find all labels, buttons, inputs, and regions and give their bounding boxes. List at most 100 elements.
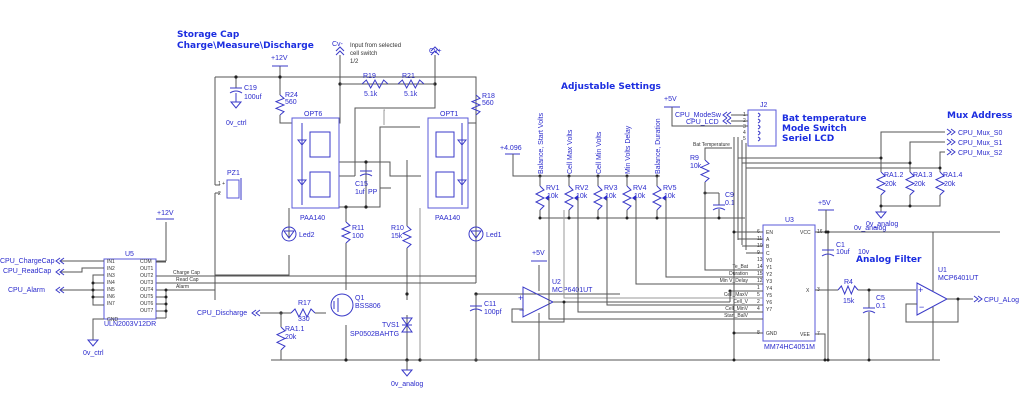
j2-pin-contact: [757, 124, 761, 130]
wiper-arrow: [662, 195, 666, 201]
port-cv-minus[interactable]: Cv-: [332, 41, 345, 56]
svg-text:1uf: 1uf: [355, 189, 365, 196]
mux-net-min_v_delay: [635, 210, 763, 285]
port-cpu-alarm[interactable]: CPU_Alarm: [8, 286, 65, 294]
svg-text:U5: U5: [125, 251, 134, 258]
heading-adjustable-settings: Adjustable Settings: [561, 82, 661, 92]
u5-pin-label: IN5: [107, 287, 115, 293]
optocoupler-opt1: OPT1 PAA140: [427, 111, 469, 222]
u5-pin-label: OUT1: [140, 266, 154, 272]
junction: [625, 216, 629, 220]
net-label-cell_maxv: Cell_MaxV: [724, 292, 749, 298]
j2-pin-contact: [757, 112, 761, 118]
port-cv-plus[interactable]: Cv+: [429, 46, 442, 56]
port-cpu-mux-s1[interactable]: CPU_Mux_S1: [946, 138, 1002, 147]
r21-value: 5.1k: [404, 91, 418, 98]
port-cpu-alog[interactable]: CPU_ALog: [973, 295, 1019, 304]
svg-text:PAA140: PAA140: [300, 215, 325, 222]
port-cpu-readcap[interactable]: CPU_ReadCap: [3, 268, 65, 276]
j2-pin-contact: [757, 130, 761, 136]
rv4-label: Min Volts Delay: [625, 125, 632, 174]
rail-5v-j2: +5V: [664, 96, 677, 103]
svg-text:−: −: [919, 302, 924, 312]
u5-pin-label: OUT5: [140, 294, 154, 300]
mux-net-cell_v: [606, 210, 763, 306]
led-led1: Led1: [468, 226, 502, 242]
svg-text:J2: J2: [760, 102, 768, 109]
net-label-min_v_delay: Min V_Delay: [720, 278, 749, 284]
net-label-alarm: Alarm: [176, 284, 189, 290]
note-input-3: 1/2: [350, 59, 359, 65]
u3-pin-number: 13: [757, 257, 763, 263]
net-label-duration: Duration: [729, 271, 748, 277]
rv3-value: 10k: [605, 193, 617, 200]
capacitor-c11: C11 100pf: [469, 294, 502, 360]
u5-pin-label: IN1: [107, 259, 115, 265]
r9-c9: Bat Temperature R9 10k C9 0.1: [690, 142, 735, 270]
port-cpu-chargecap[interactable]: CPU_ChargeCap: [0, 257, 65, 265]
mux-address: 0v_analog RA1.2 20k RA1.3 20k RA1.4 20k: [733, 131, 963, 270]
r17-value: 330: [298, 316, 310, 323]
r10-ref: R10: [391, 225, 404, 232]
svg-text:100pf: 100pf: [484, 309, 502, 316]
optocoupler-opt6: OPT6 PAA140: [291, 111, 340, 222]
junction: [655, 216, 659, 220]
u3-pin-number: 4: [757, 306, 760, 312]
rv2-ref: RV2: [575, 185, 589, 192]
gnd-analog-label-1: 0v_analog: [391, 381, 423, 388]
port-cpu-modesw[interactable]: CPU_ModeSw: [675, 111, 748, 119]
resistors: [274, 78, 946, 351]
junction: [567, 216, 571, 220]
r11-ref: R11: [352, 225, 364, 232]
svg-text:U2: U2: [552, 279, 561, 286]
potentiometer-rv1: [534, 185, 546, 211]
svg-text:20k: 20k: [885, 181, 897, 188]
resistor-r21: [397, 78, 425, 90]
wiper-arrow: [632, 195, 636, 201]
resistor-r11: [340, 221, 352, 244]
rv5-ref: RV5: [663, 185, 677, 192]
mux-net-cell_minv: [577, 210, 763, 313]
u3-pin-number: 12: [757, 278, 763, 284]
svg-text:+: +: [518, 293, 523, 303]
port-cpu-discharge[interactable]: CPU_Discharge: [197, 309, 326, 361]
rv1-ref: RV1: [546, 185, 560, 192]
u3-pin-label: B: [766, 244, 770, 250]
u5-pin-label: IN7: [107, 301, 115, 307]
svg-text:CPU_Discharge: CPU_Discharge: [197, 310, 247, 317]
heading-charge-measure-discharge: Charge\Measure\Discharge: [177, 41, 314, 51]
port-cpu-mux-s0[interactable]: CPU_Mux_S0: [946, 128, 1002, 137]
svg-text:Cv-: Cv-: [332, 41, 344, 48]
svg-text:C11: C11: [484, 301, 496, 308]
j2-pin-contact: [757, 136, 761, 142]
svg-text:CPU_ReadCap: CPU_ReadCap: [3, 268, 51, 275]
u3-pin-label: Y1: [766, 265, 772, 271]
svg-text:CPU_ALog: CPU_ALog: [984, 297, 1019, 304]
r24-ref: R24: [285, 92, 298, 99]
rv4-ref: RV4: [633, 185, 647, 192]
capacitor-c1: C1 10uf 10v: [821, 242, 870, 257]
opamp-u2: + − +5V U2 MCP6401UT: [483, 250, 730, 360]
rv2-label: Cell Max Volts: [567, 129, 574, 174]
resistor-r18: [470, 94, 482, 116]
svg-text:+12V: +12V: [271, 55, 288, 62]
port-cpu-lcd[interactable]: CPU_LCD: [686, 117, 748, 126]
u5-pin-label: IN6: [107, 294, 115, 300]
potentiometer-rv5: [651, 185, 663, 211]
u5-pin-label: OUT2: [140, 273, 154, 279]
net-label-bat-temp: Bat Temperature: [693, 142, 730, 148]
svg-text:PAA140: PAA140: [435, 215, 460, 222]
gnd-ctrl-label-2: 0v_ctrl: [83, 350, 104, 357]
u3-pin-label: Y5: [766, 293, 772, 299]
resistor-ra14: [934, 171, 946, 196]
mux-net-te_bat: [704, 182, 763, 271]
rv5-value: 10k: [664, 193, 676, 200]
capacitor-c19: C19 100uf 0v_ctrl: [226, 85, 262, 127]
rail-4096: +4.096: [500, 145, 522, 152]
u3-pin-number: 2: [757, 299, 760, 305]
port-cpu-mux-s2[interactable]: CPU_Mux_S2: [946, 148, 1002, 157]
u3-pin-number: 15: [757, 271, 763, 277]
svg-text:C15: C15: [355, 181, 368, 188]
